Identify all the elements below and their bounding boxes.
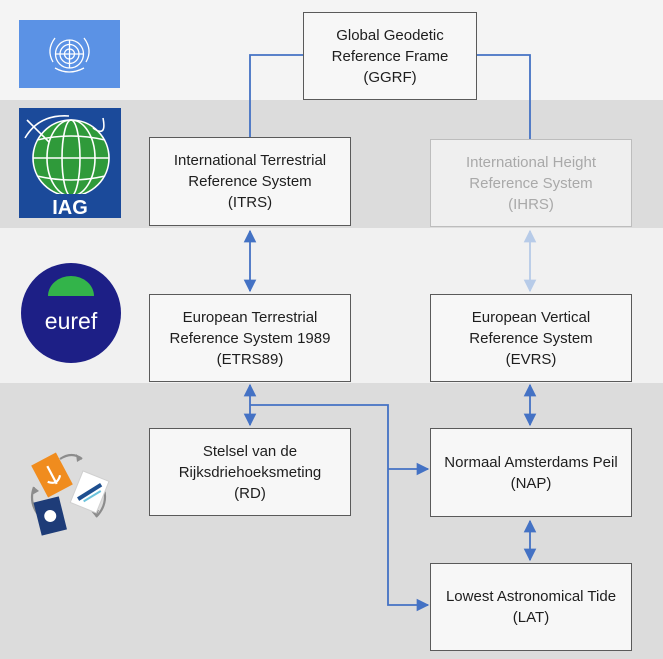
box-rd-abbr: (RD) bbox=[234, 484, 266, 502]
link-etrs89-nap-lat bbox=[250, 404, 430, 612]
box-itrs-abbr: (ITRS) bbox=[227, 194, 273, 211]
box-ggrf-abbr: (GGRF) bbox=[363, 68, 417, 86]
euref-logo-text: euref bbox=[45, 308, 98, 334]
box-etrs89-line1: European Terrestrial bbox=[182, 308, 318, 326]
box-rd: Stelsel van de Rijksdriehoeksmeting (RD) bbox=[149, 428, 351, 516]
euref-logo-icon: euref bbox=[21, 263, 121, 363]
box-ggrf-line2: Reference Frame bbox=[331, 47, 449, 65]
box-evrs-line2: Reference System bbox=[469, 329, 593, 347]
box-ihrs-abbr: (IHRS) bbox=[508, 195, 554, 213]
box-ggrf-line1: Global Geodetic bbox=[336, 26, 444, 44]
box-etrs89-line2: Reference System 1989 bbox=[169, 329, 331, 347]
box-etrs89: European Terrestrial Reference System 19… bbox=[149, 294, 351, 382]
box-ihrs: International Height Reference System (I… bbox=[430, 139, 632, 227]
box-rd-line2: Rijksdriehoeksmeting bbox=[178, 463, 322, 481]
box-itrs-line1: International Terrestrial bbox=[173, 152, 327, 169]
link-ggrf-itrs bbox=[249, 54, 303, 137]
box-evrs: European Vertical Reference System (EVRS… bbox=[430, 294, 632, 382]
box-itrs: International Terrestrial Reference Syst… bbox=[149, 137, 351, 226]
box-lat-line1: Lowest Astronomical Tide bbox=[445, 588, 617, 605]
box-nap-line1: Normaal Amsterdams Peil bbox=[444, 453, 618, 471]
dutch-agencies-cycle-icon bbox=[30, 452, 110, 536]
box-itrs-line2: Reference System bbox=[188, 173, 312, 190]
box-lat-abbr: (LAT) bbox=[512, 609, 550, 626]
box-nap-abbr: (NAP) bbox=[510, 474, 552, 492]
box-ihrs-line1: International Height bbox=[465, 153, 597, 171]
link-ggrf-ihrs bbox=[476, 54, 531, 139]
iag-globe-icon: IAG bbox=[19, 108, 121, 218]
box-evrs-line1: European Vertical bbox=[471, 308, 591, 326]
box-etrs89-abbr: (ETRS89) bbox=[216, 350, 284, 368]
box-lat: Lowest Astronomical Tide (LAT) bbox=[430, 563, 632, 651]
box-ggrf: Global Geodetic Reference Frame (GGRF) bbox=[303, 12, 477, 100]
box-ihrs-line2: Reference System bbox=[469, 174, 593, 192]
iag-logo-text: IAG bbox=[52, 197, 88, 218]
box-nap: Normaal Amsterdams Peil (NAP) bbox=[430, 428, 632, 517]
box-rd-line1: Stelsel van de bbox=[202, 442, 298, 460]
un-emblem-icon bbox=[19, 20, 120, 88]
box-evrs-abbr: (EVRS) bbox=[505, 350, 557, 368]
